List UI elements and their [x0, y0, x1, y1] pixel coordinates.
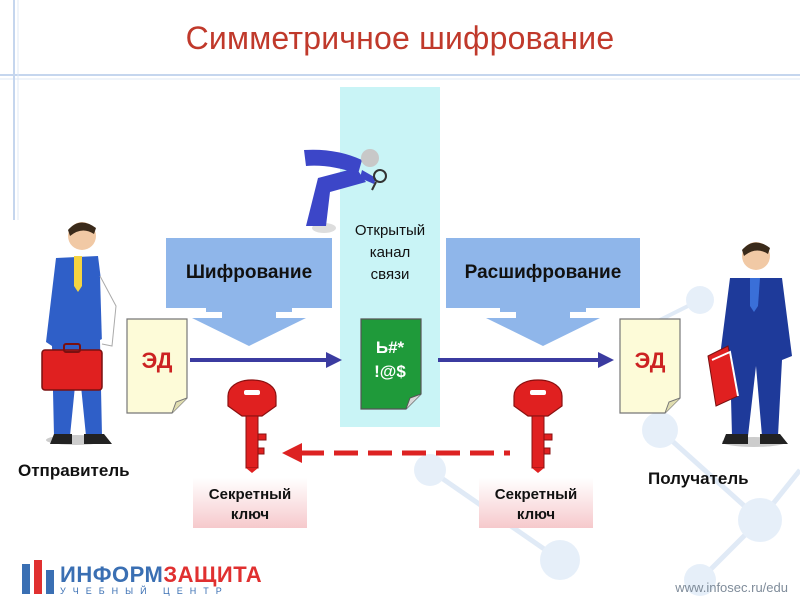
- receiver-document-icon: [619, 318, 681, 414]
- page-title: Симметричное шифрование: [185, 20, 615, 56]
- company-logo-icon: [22, 560, 54, 594]
- decrypt-stage-label: Расшифрование: [464, 262, 622, 283]
- receiver-document-label: ЭД: [634, 348, 666, 373]
- receiver-label: Получатель: [648, 469, 749, 488]
- decrypt-stage-arrow: [446, 238, 640, 346]
- secret-key-icon: [513, 379, 563, 473]
- ciphertext: Ь#* !@$: [360, 336, 420, 424]
- secret-key-icon: [227, 379, 277, 473]
- sender-label: Отправитель: [18, 461, 130, 480]
- channel-label-line: Открытый: [354, 222, 426, 239]
- logo-part: ЗАЩИТА: [163, 562, 263, 587]
- sender-person-icon: [41, 222, 117, 445]
- ciphertext-line: !@$: [374, 362, 406, 381]
- channel-label: Открытый канал связи: [340, 220, 440, 286]
- company-logo-text: ИНФОРМЗАЩИТА: [60, 562, 262, 588]
- footer-url: www.infosec.ru/edu: [675, 580, 788, 595]
- key-label: Секретный ключ: [193, 485, 307, 525]
- encrypt-stage-arrow: [166, 238, 332, 346]
- sender-document-label: ЭД: [141, 348, 173, 373]
- key-label-line: Секретный: [494, 486, 578, 503]
- eavesdropper-icon: [304, 149, 387, 233]
- company-logo-subtitle: УЧЕБНЫЙ ЦЕНТР: [60, 586, 229, 596]
- encrypt-stage-label: Шифрование: [185, 262, 313, 283]
- ciphertext-line: Ь#*: [375, 338, 405, 357]
- key-label-line: Секретный: [208, 486, 292, 503]
- channel-label-line: связи: [370, 266, 410, 283]
- logo-part: ИНФОРМ: [60, 562, 164, 587]
- receiver-person-icon: [707, 242, 792, 447]
- sender-document-icon: [126, 318, 188, 414]
- molecule-decoration: [414, 286, 800, 596]
- key-label-box: [479, 478, 593, 528]
- cipher-document-icon: [360, 318, 422, 410]
- key-label-box: [193, 478, 307, 528]
- key-label-line: ключ: [516, 506, 556, 523]
- key-label: Секретный ключ: [479, 485, 593, 525]
- channel-label-line: канал: [369, 244, 411, 261]
- key-label-line: ключ: [230, 506, 270, 523]
